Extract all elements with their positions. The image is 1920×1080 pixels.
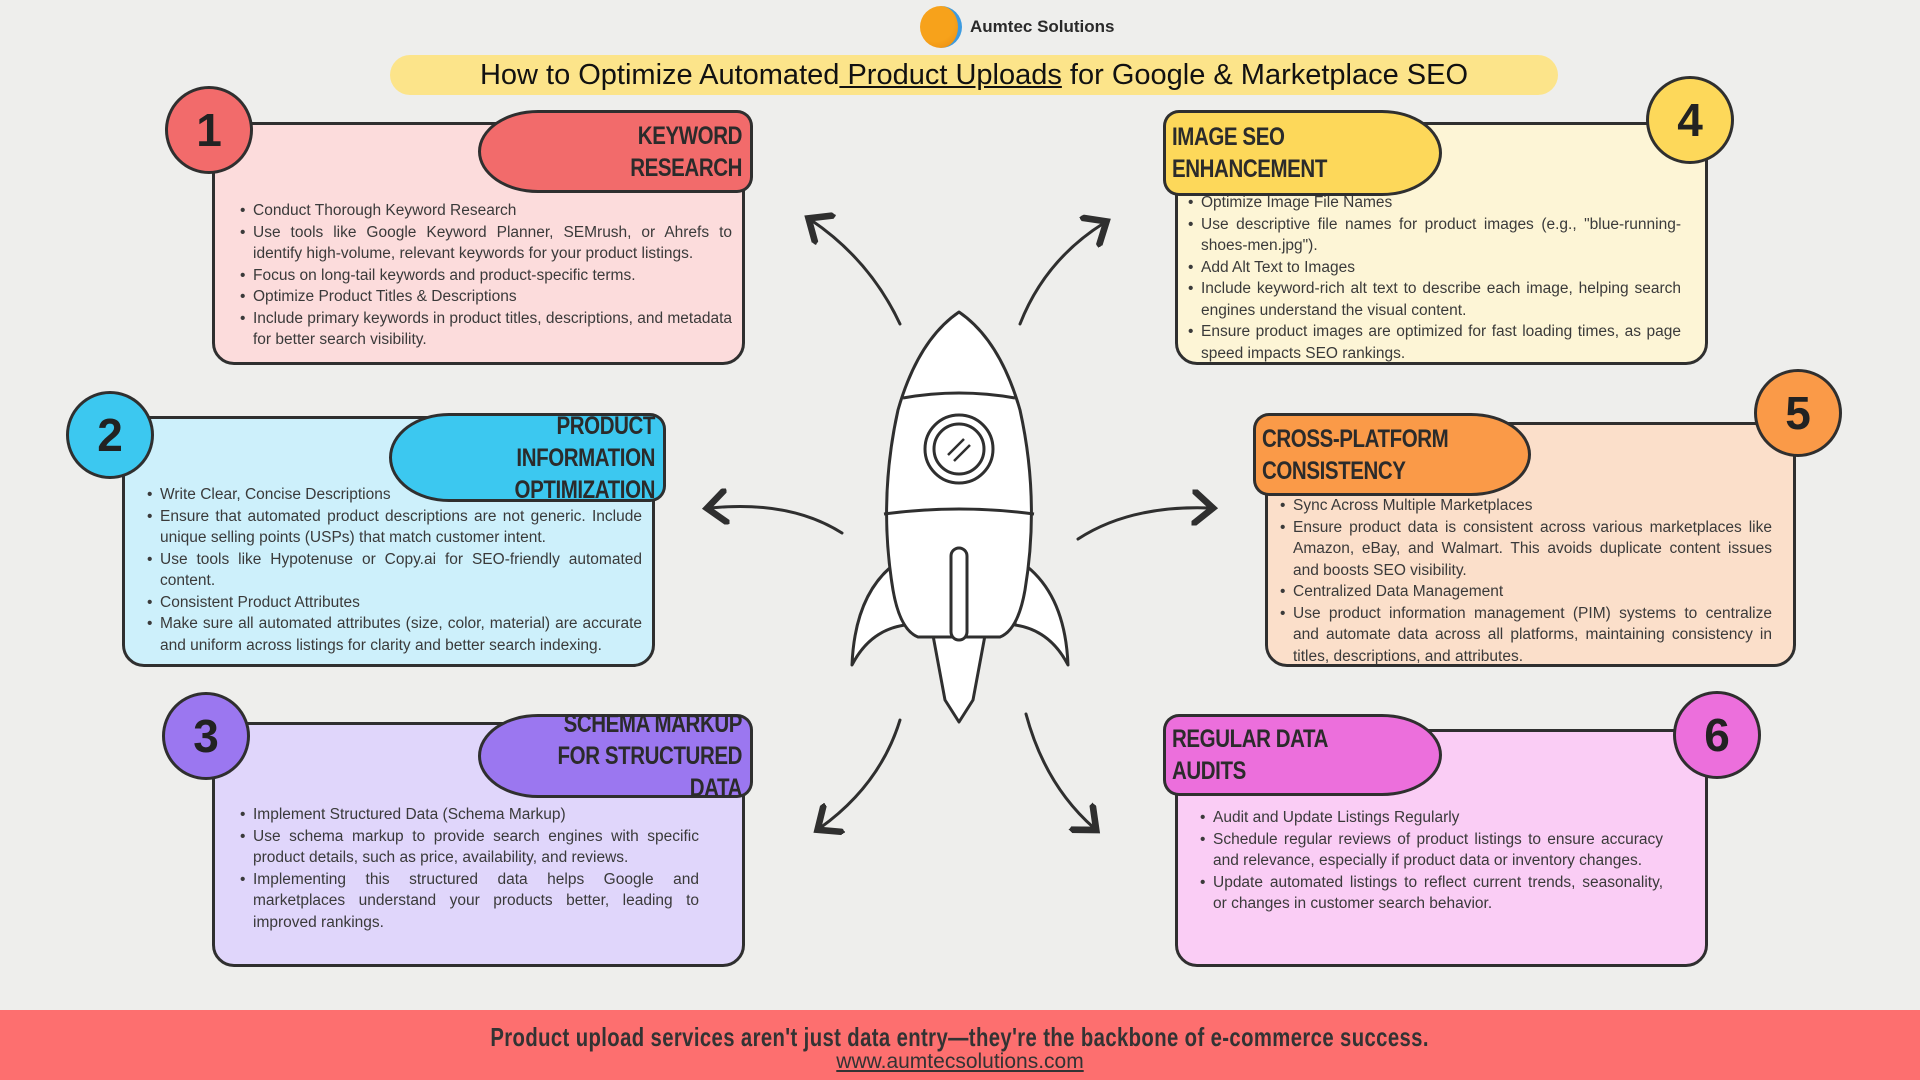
step-number-badge: 3 [162, 692, 250, 780]
website-link[interactable]: www.aumtecsolutions.com [836, 1050, 1084, 1073]
list-item: Ensure product data is consistent across… [1280, 517, 1772, 582]
rocket-center-fin [949, 546, 969, 642]
list-item: Use product information management (PIM)… [1280, 603, 1772, 668]
list-item: Focus on long-tail keywords and product-… [240, 265, 732, 287]
list-item: Centralized Data Management [1280, 581, 1772, 603]
step-number-badge: 2 [66, 391, 154, 479]
card-heading-4: Image SEO Enhancement [1163, 110, 1442, 196]
list-item: Update automated listings to reflect cur… [1200, 872, 1663, 915]
list-item: Make sure all automated attributes (size… [147, 613, 642, 656]
arrow-right [1076, 508, 1210, 541]
arrow-bottom-right [1024, 712, 1094, 828]
step-number-badge: 4 [1646, 76, 1734, 164]
list-item: Use tools like Hypotenuse or Copy.ai for… [147, 549, 642, 592]
list-item: Optimize Image File Names [1188, 192, 1681, 214]
rocket-fin-right [1013, 558, 1070, 667]
card-title: Keyword Research [630, 121, 742, 182]
card-bullet-list: Implement Structured Data (Schema Markup… [240, 804, 699, 933]
sun-logo-icon [920, 6, 962, 48]
brand-logo: Aumtec Solutions [920, 6, 1115, 48]
page-title: How to Optimize Automated Product Upload… [390, 55, 1558, 95]
list-item: Use schema markup to provide search engi… [240, 826, 699, 869]
card-heading-5: Cross-Platform Consistency [1253, 413, 1531, 496]
card-heading-3: Schema Markup for Structured Data [478, 710, 753, 802]
arrow-top-left [811, 220, 902, 326]
list-item: Sync Across Multiple Marketplaces [1280, 495, 1772, 517]
card-title: Schema Markup for Structured Data [557, 710, 743, 802]
card-bullet-list: Sync Across Multiple MarketplacesEnsure … [1280, 495, 1772, 667]
card-heading-6: Regular Data Audits [1163, 714, 1442, 796]
list-item: Implementing this structured data helps … [240, 869, 699, 934]
arrows [710, 220, 1210, 828]
step-number-badge: 5 [1754, 369, 1842, 457]
card-bullet-list: Optimize Image File NamesUse descriptive… [1188, 192, 1681, 364]
list-item: Implement Structured Data (Schema Markup… [240, 804, 699, 826]
card-heading-1: Keyword Research [478, 110, 753, 193]
list-item: Audit and Update Listings Regularly [1200, 807, 1663, 829]
card-title: Image SEO Enhancement [1172, 123, 1327, 183]
list-item: Include keyword-rich alt text to describ… [1188, 278, 1681, 321]
step-number-badge: 1 [165, 86, 253, 174]
list-item: Use tools like Google Keyword Planner, S… [240, 222, 732, 265]
card-bullet-list: Conduct Thorough Keyword ResearchUse too… [240, 200, 732, 351]
title-part: for Google & Marketplace SEO [1061, 59, 1469, 91]
list-item: Write Clear, Concise Descriptions [147, 484, 642, 506]
card-title: Regular Data Audits [1172, 725, 1328, 785]
list-item: Add Alt Text to Images [1188, 257, 1681, 279]
arrow-bottom-left [820, 718, 902, 828]
rocket-flame [930, 628, 988, 724]
arrow-top-right [1018, 223, 1104, 326]
list-item: Conduct Thorough Keyword Research [240, 200, 732, 222]
card-bullet-list: Audit and Update Listings RegularlySched… [1200, 807, 1663, 915]
list-item: Schedule regular reviews of product list… [1200, 829, 1663, 872]
title-part: How to Optimize Automated [479, 59, 840, 91]
footer-tagline: Product upload services aren't just data… [490, 1022, 1430, 1052]
footer-banner: Product upload services aren't just data… [0, 1010, 1920, 1080]
card-bullet-list: Write Clear, Concise DescriptionsEnsure … [147, 484, 642, 656]
brand-name: Aumtec Solutions [970, 17, 1115, 36]
list-item: Ensure that automated product descriptio… [147, 506, 642, 549]
step-number-badge: 6 [1673, 691, 1761, 779]
title-highlight: Product Uploads [839, 59, 1062, 91]
arrow-left [710, 506, 844, 535]
list-item: Consistent Product Attributes [147, 592, 642, 614]
list-item: Ensure product images are optimized for … [1188, 321, 1681, 364]
list-item: Optimize Product Titles & Descriptions [240, 286, 732, 308]
list-item: Include primary keywords in product titl… [240, 308, 732, 351]
list-item: Use descriptive file names for product i… [1188, 214, 1681, 257]
card-title: Cross-Platform Consistency [1262, 424, 1449, 485]
